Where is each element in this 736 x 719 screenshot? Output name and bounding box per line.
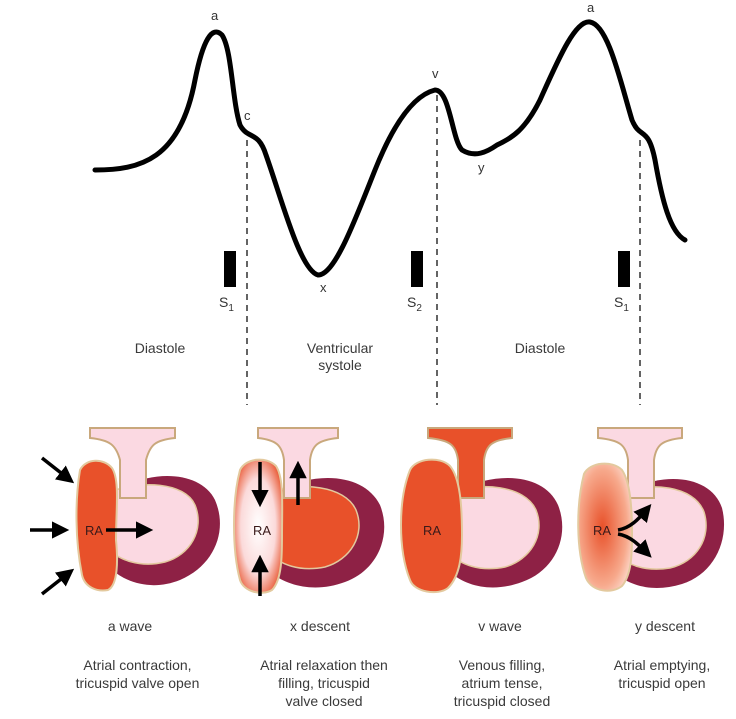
right-atrium xyxy=(233,458,284,594)
right-atrium xyxy=(577,462,634,592)
heart-sound-label-s1: S1 xyxy=(219,294,234,314)
heart-panel-y-descent xyxy=(577,427,725,592)
wave-title-y-descent: y descent xyxy=(635,618,695,634)
jvp-waveform-curve xyxy=(92,19,688,278)
wave-description-a-wave: Atrial contraction, tricuspid valve open xyxy=(75,657,200,691)
point-label-x: x xyxy=(320,280,327,295)
point-label-c: c xyxy=(244,108,251,123)
right-atrium xyxy=(75,459,118,592)
arrow-fork-down xyxy=(617,532,652,558)
heart-panel-v-wave xyxy=(400,427,563,594)
outflow-tract xyxy=(89,427,176,499)
ventricle-chamber xyxy=(267,485,360,570)
wave-description-y-descent: Atrial emptying, tricuspid open xyxy=(613,657,711,691)
point-label-y: y xyxy=(478,160,485,175)
ventricle-chamber xyxy=(447,485,540,570)
chamber-label-ra: RA xyxy=(252,523,272,538)
wave-description-x-descent: Atrial relaxation then filling, tricuspi… xyxy=(260,657,388,709)
wave-description-v-wave: Venous filling, atrium tense, tricuspid … xyxy=(453,657,551,709)
phase-label-diastole: Diastole xyxy=(134,340,186,356)
wave-title-x-descent: x descent xyxy=(290,618,350,634)
chamber-label-ra: RA xyxy=(592,523,612,538)
phase-label-ventricular-systole: Ventricular systole xyxy=(306,340,374,373)
heart-panel-x-descent xyxy=(233,427,385,596)
heart-sound-label-s2: S2 xyxy=(407,294,422,314)
chamber-label-ra: RA xyxy=(422,523,442,538)
outflow-tract xyxy=(427,427,513,499)
arrow-fork-up xyxy=(617,503,652,532)
arrow-in-bottom xyxy=(40,568,75,596)
arrow-in-top xyxy=(40,456,75,484)
phase-label-diastole-second: Diastole xyxy=(514,340,566,356)
wave-title-a-wave: a wave xyxy=(107,618,153,634)
heart-sound-bar-s2 xyxy=(411,251,423,287)
point-label-a-second: a xyxy=(587,0,595,15)
heart-sound-bar-s1 xyxy=(224,251,236,287)
heart-sound-bar-s1-second xyxy=(618,251,630,287)
heart-panel-a-wave xyxy=(30,427,220,596)
outflow-tract xyxy=(597,427,683,499)
chamber-label-ra: RA xyxy=(84,523,104,538)
right-atrium xyxy=(400,458,464,594)
point-label-a: a xyxy=(211,8,219,23)
wave-title-v-wave: v wave xyxy=(478,618,522,634)
point-label-v: v xyxy=(432,66,439,81)
heart-sound-label-s1-second: S1 xyxy=(614,294,629,314)
